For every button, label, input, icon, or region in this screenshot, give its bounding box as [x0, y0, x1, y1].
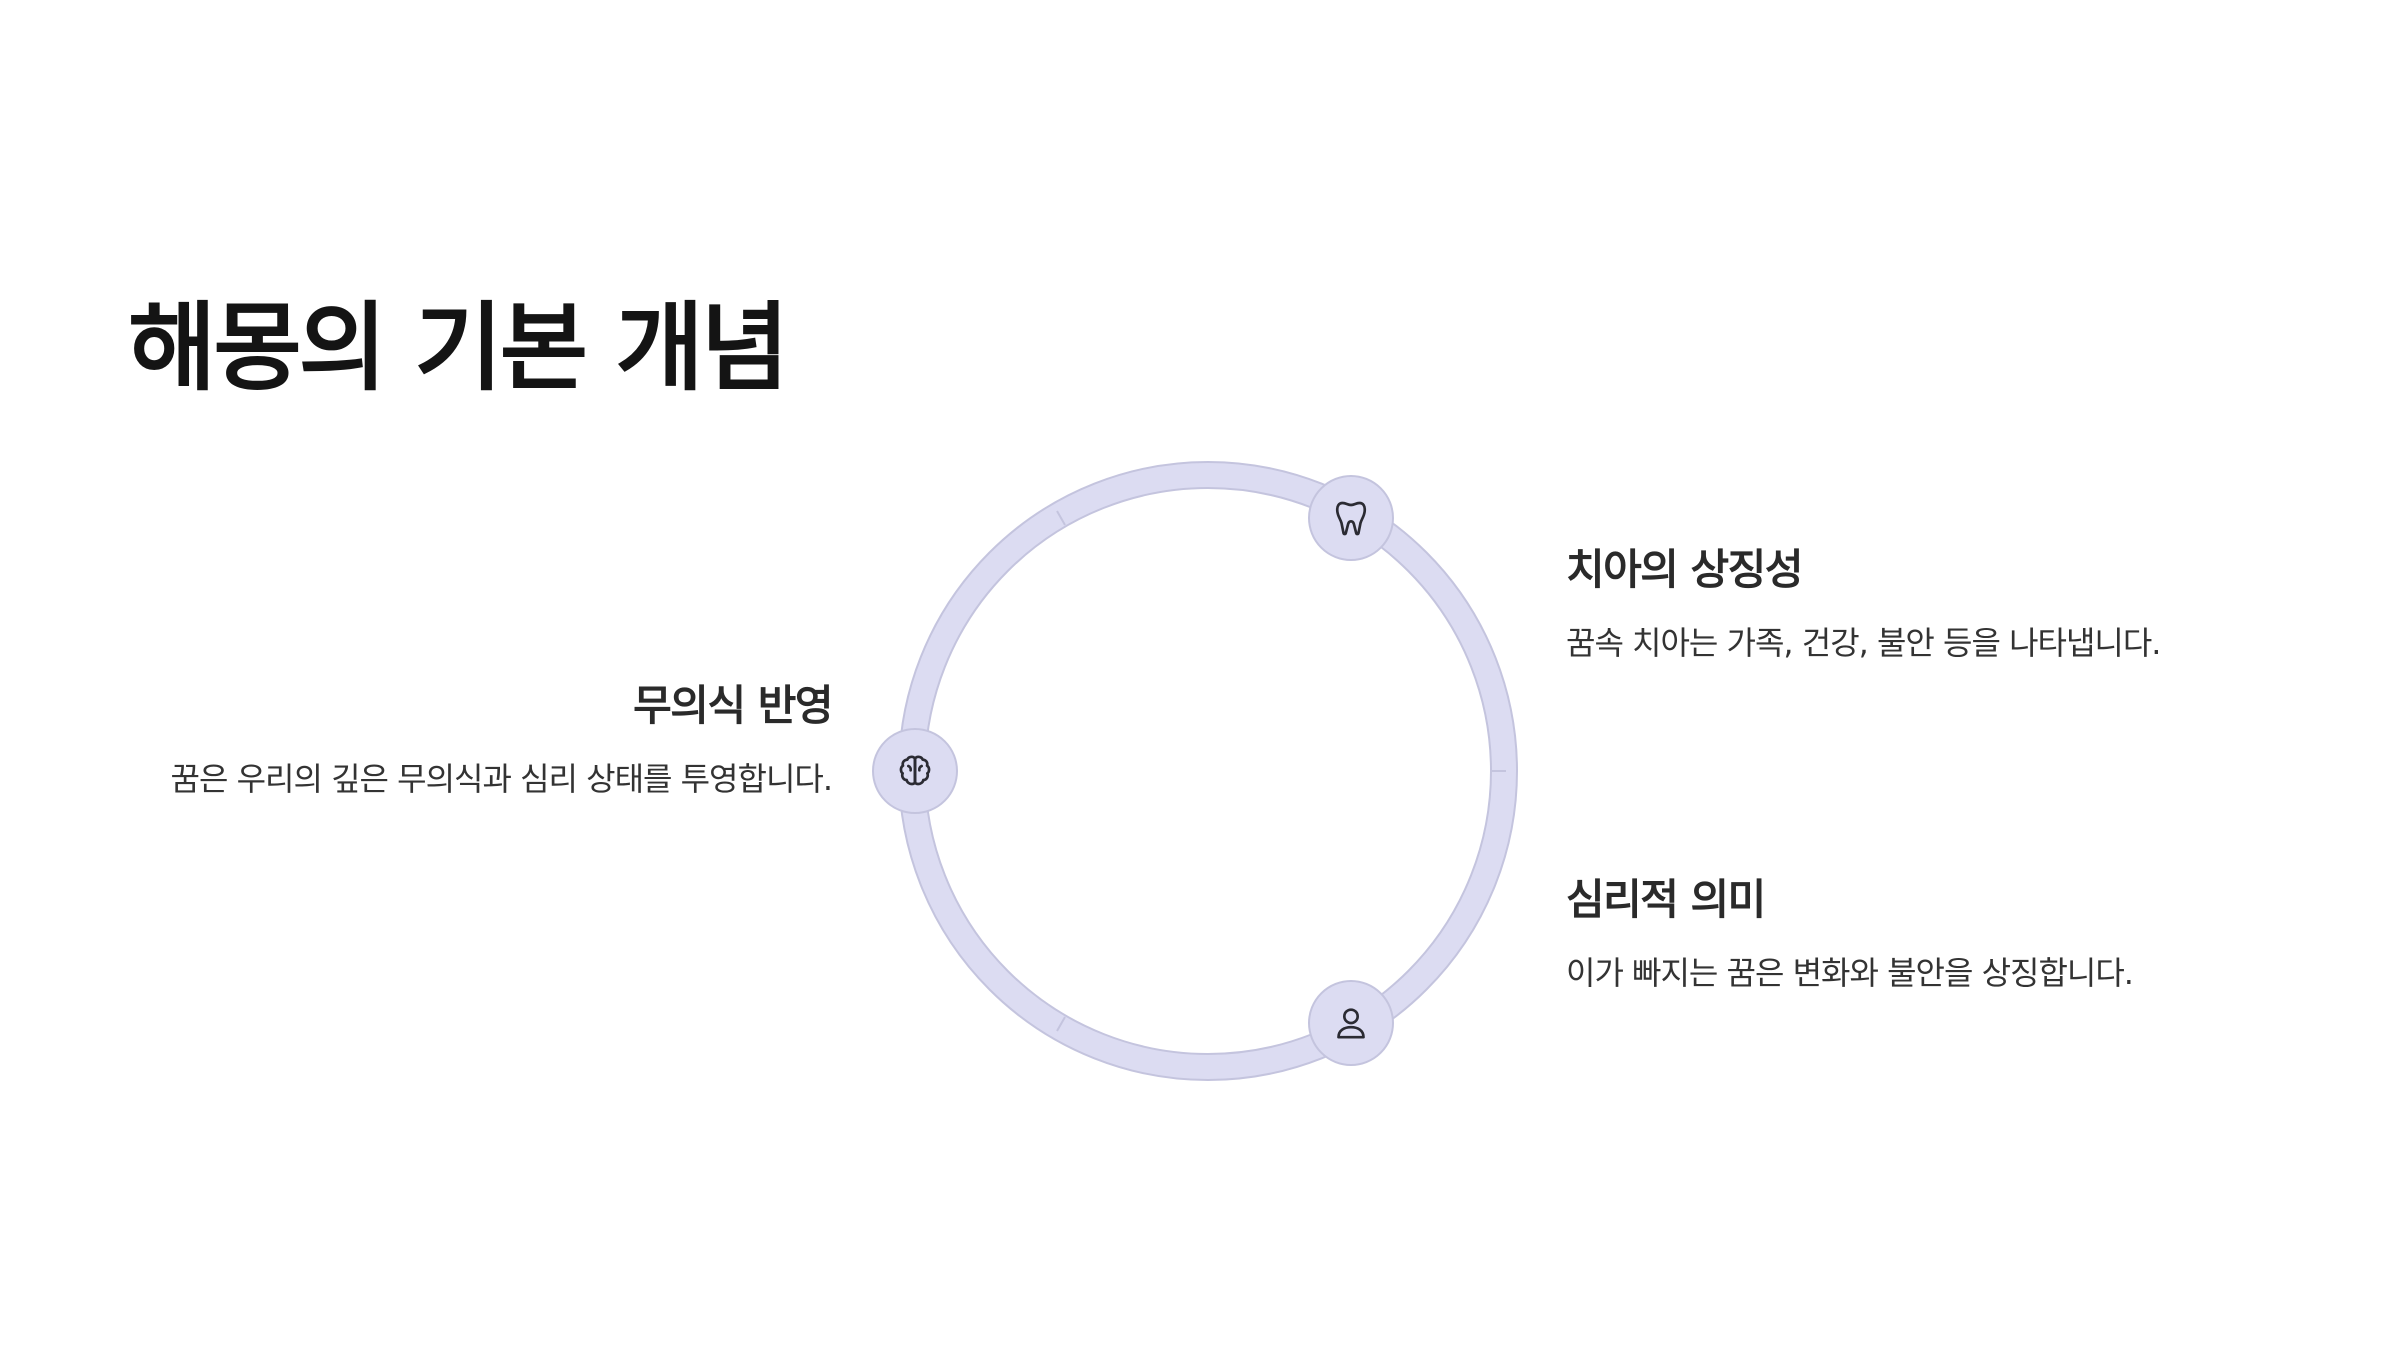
item-heading-unconscious: 무의식 반영	[633, 681, 833, 730]
person-icon	[1337, 1008, 1365, 1039]
ring-divider	[1056, 1016, 1066, 1032]
node-tooth	[1308, 475, 1394, 561]
brain-icon	[899, 755, 931, 786]
node-person	[1308, 980, 1394, 1066]
node-brain	[872, 728, 958, 814]
slide-title: 해몽의 기본 개념	[128, 292, 789, 404]
tooth-icon	[1335, 501, 1367, 536]
ring-divider	[1056, 510, 1066, 526]
item-heading-tooth-symbolism: 치아의 상징성	[1566, 545, 1803, 594]
item-description-unconscious: 꿈은 우리의 깊은 무의식과 심리 상태를 투영합니다.	[170, 760, 833, 798]
item-description-psychological-meaning: 이가 빠지는 꿈은 변화와 불안을 상징합니다.	[1566, 954, 2134, 992]
item-heading-psychological-meaning: 심리적 의미	[1566, 875, 1766, 924]
item-description-tooth-symbolism: 꿈속 치아는 가족, 건강, 불안 등을 나타냅니다.	[1566, 624, 2161, 662]
ring-band-inner	[900, 463, 1516, 1079]
